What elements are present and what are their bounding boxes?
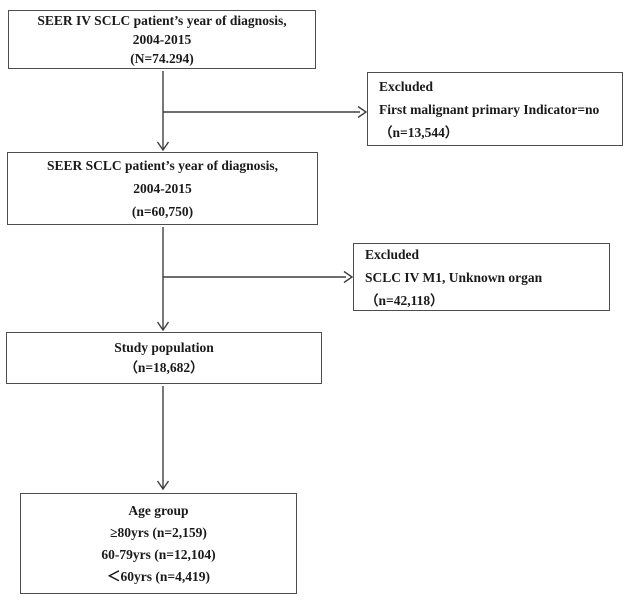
arrow-seer-sclc-to-study-population-icon [156, 227, 170, 332]
box-excluded-sclc-m1: Excluded SCLC IV M1, Unknown organ （n=42… [353, 243, 610, 311]
flow-box-line: SCLC IV M1, Unknown organ [365, 269, 543, 285]
flow-box-line: （n=18,682） [124, 360, 204, 375]
arrow-study-population-to-age-group-icon [156, 386, 170, 491]
flow-box-line: 60-79yrs (n=12,104) [101, 546, 216, 562]
box-seer-iv-population: SEER IV SCLC patient’s year of diagnosis… [8, 10, 316, 69]
flow-box-line: (N=74.294) [130, 51, 194, 66]
box-age-group: Age group ≥80yrs (n=2,159) 60-79yrs (n=1… [20, 493, 297, 594]
flow-box-line: Excluded [379, 78, 434, 94]
flow-box-line: 2004-2015 [133, 181, 192, 196]
flow-box-line: ≥80yrs (n=2,159) [110, 524, 207, 540]
flow-box-line: Study population [114, 340, 214, 355]
arrow-seer-iv-to-seer-sclc-icon [156, 71, 170, 152]
flow-box-line: Excluded [365, 246, 420, 262]
flow-box-line: SEER SCLC patient’s year of diagnosis, [46, 158, 279, 173]
flow-box-line: ＜60yrs (n=4,419) [107, 568, 210, 584]
arrow-branch-to-excluded-first-malignant-icon [163, 105, 368, 119]
flow-box-line: 2004-2015 [132, 32, 192, 47]
flow-box-line: (n=60,750) [131, 204, 194, 219]
flow-box-line: Age group [128, 502, 189, 518]
box-study-population: Study population （n=18,682） [6, 332, 322, 384]
flow-box-line: （n=42,118） [365, 292, 444, 308]
arrow-branch-to-excluded-m1-icon [163, 270, 354, 284]
box-excluded-first-malignant: Excluded First malignant primary Indicat… [367, 72, 623, 146]
box-seer-sclc-population: SEER SCLC patient’s year of diagnosis, 2… [7, 152, 318, 225]
flow-box-line: （n=13,544） [379, 124, 459, 140]
flow-box-line: SEER IV SCLC patient’s year of diagnosis… [37, 13, 287, 28]
flow-box-line: First malignant primary Indicator=no [379, 101, 600, 117]
